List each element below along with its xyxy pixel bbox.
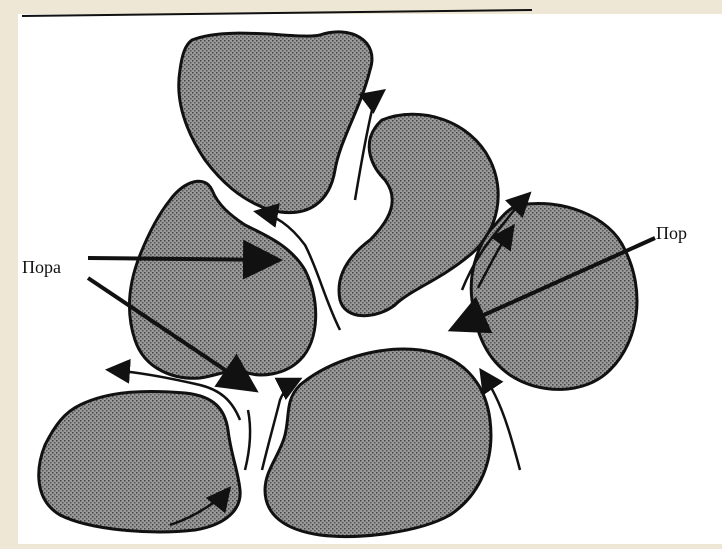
frame-top-line [22,10,532,16]
pore-label-left: Пора [22,258,61,276]
water-flow-arrow [245,410,250,470]
pore-pointer-arrow [88,258,275,260]
pore-label-right: Пор [656,224,687,242]
soil-grain [39,391,240,531]
soil-grain [265,349,491,536]
